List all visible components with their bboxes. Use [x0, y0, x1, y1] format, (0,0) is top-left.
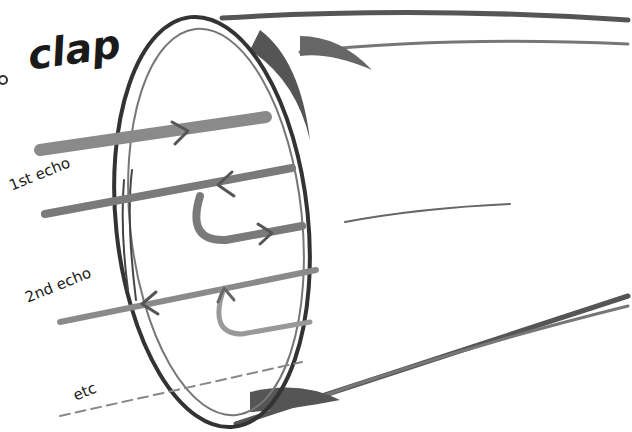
pipe-bottom-inner-edge: [300, 306, 628, 404]
echo-turn: [196, 196, 302, 240]
pipe-shadow: [300, 36, 372, 70]
rim-sketch-stroke: [130, 170, 136, 300]
echo-label: 2nd echo: [23, 265, 94, 306]
arrowhead: [218, 172, 234, 196]
pipe-top-inner-edge: [300, 41, 628, 52]
pipe-inner-rim: [110, 20, 322, 424]
pipe-front-rim: [95, 7, 329, 432]
arrowhead: [258, 224, 272, 244]
arrowhead: [172, 122, 188, 144]
arrowhead: [142, 292, 158, 314]
pipe: [95, 7, 628, 432]
sound-dot: [0, 76, 7, 84]
sound-label: clap: [25, 21, 123, 78]
etc-label: etc: [71, 380, 99, 404]
arrowhead: [218, 288, 234, 302]
pipe-inner-stroke: [345, 204, 510, 222]
echo-turn: [219, 288, 310, 334]
echo-ray: [45, 168, 292, 214]
echo-label: 1st echo: [7, 155, 73, 194]
etc-ray: [60, 362, 302, 416]
clap-ray: [40, 117, 266, 150]
pipe-top-edge: [222, 12, 628, 20]
echo-ray: [60, 270, 316, 322]
